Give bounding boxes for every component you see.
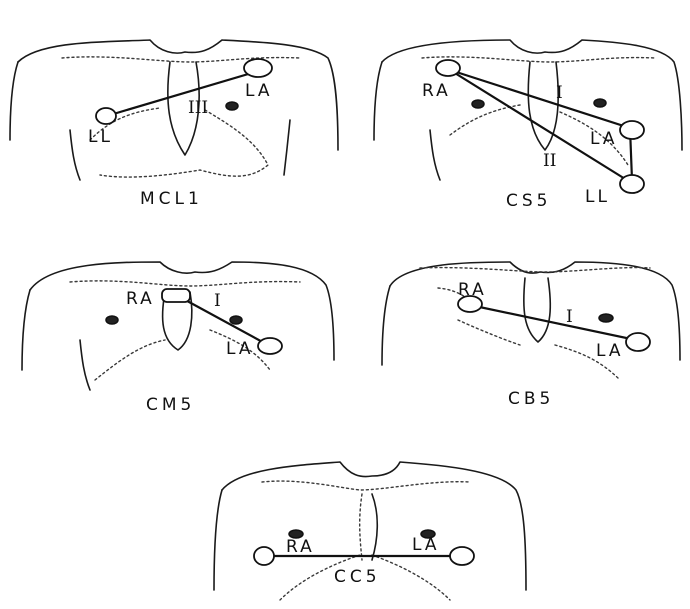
electrode-la (244, 59, 272, 77)
caption-mcl1: MCL1 (140, 189, 203, 209)
ground-electrode (226, 102, 238, 110)
torso-left-side (214, 490, 222, 590)
electrode-ra (436, 60, 460, 76)
caption-cs5: CS5 (506, 191, 551, 211)
ground-electrode-2 (230, 316, 242, 324)
sternum-left (360, 494, 362, 560)
lead-wire (470, 305, 636, 340)
torso-left-side (10, 62, 18, 140)
electrode-ra (254, 547, 274, 565)
label-ra: RA (458, 280, 487, 300)
panel-cm5: RA LA I CM5 (22, 262, 334, 415)
label-ra: RA (286, 537, 315, 557)
clavicle-line (422, 57, 655, 62)
sternum (524, 278, 551, 342)
clavicle-line (262, 481, 470, 490)
ground-electrode (106, 316, 118, 324)
label-ra: RA (126, 289, 155, 309)
electrode-ll (96, 108, 116, 124)
electrode-la (620, 121, 644, 139)
torso-left-side (22, 290, 30, 370)
ground-electrode (472, 100, 484, 108)
electrode-ll (620, 175, 644, 193)
lead-i-number: I (556, 83, 563, 103)
panel-mcl1: LA LL III MCL1 (10, 40, 338, 209)
electrode-ra (162, 289, 190, 302)
electrode-la (258, 338, 282, 354)
lead-number: III (188, 98, 208, 118)
label-la: LA (596, 341, 624, 361)
caption-cb5: CB5 (508, 389, 554, 409)
clavicle-line (420, 268, 650, 272)
panel-cs5: RA LA LL I II CS5 (374, 40, 682, 211)
panel-cb5: RA LA I CB5 (382, 262, 680, 409)
torso-inner-right (284, 120, 290, 175)
label-ll: LL (88, 127, 113, 147)
lead-number: I (214, 291, 221, 311)
sternum (528, 62, 558, 150)
torso-inner-left (80, 340, 90, 390)
electrode-la (626, 333, 650, 351)
ground-electrode (599, 314, 613, 322)
torso-inner-left (70, 130, 80, 180)
label-la: LA (590, 129, 618, 149)
label-la: LA (226, 339, 254, 359)
electrode-la (450, 547, 474, 565)
heart-outline (90, 108, 268, 177)
lead-ii-number: II (543, 151, 556, 171)
label-ra: RA (422, 81, 451, 101)
lead-wire-ii (450, 70, 630, 182)
label-la: LA (245, 81, 273, 101)
label-ll: LL (585, 187, 610, 207)
panel-cc5: RA LA CC5 (214, 462, 526, 600)
torso-left-side (382, 286, 390, 365)
caption-cc5: CC5 (334, 567, 381, 587)
sternum-right (372, 494, 377, 560)
torso-left-side (374, 62, 382, 140)
torso-inner-left (430, 130, 440, 180)
ground-electrode-2 (594, 99, 606, 107)
caption-cm5: CM5 (146, 395, 195, 415)
heart-outline-right (372, 555, 450, 600)
clavicle-line (70, 281, 300, 286)
label-la: LA (412, 535, 440, 555)
lead-number: I (566, 307, 573, 327)
